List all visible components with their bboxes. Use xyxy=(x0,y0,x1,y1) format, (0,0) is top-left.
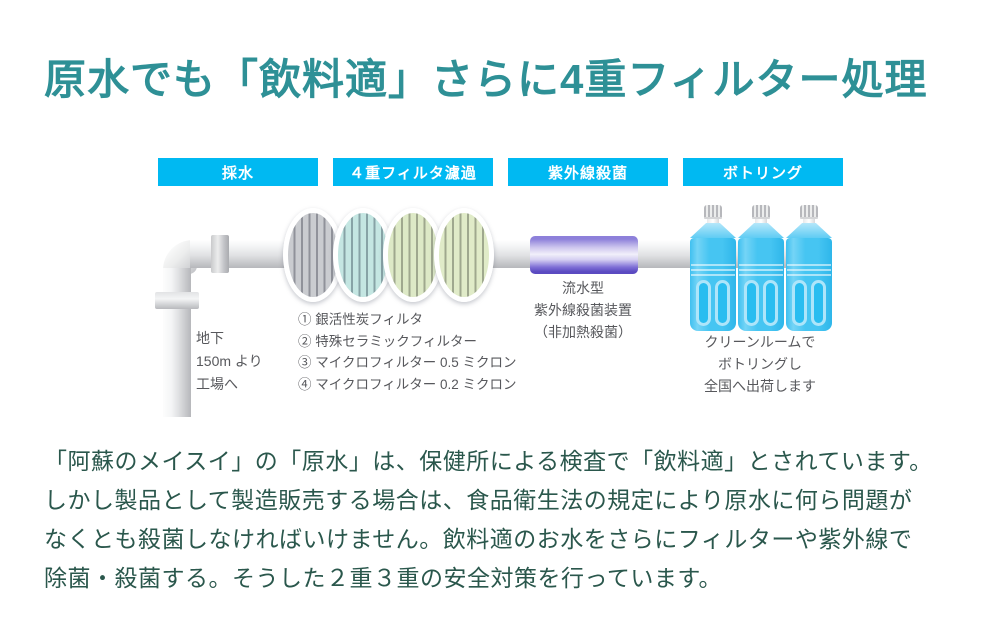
bottle-panel xyxy=(715,280,730,326)
bottle-body xyxy=(738,238,784,331)
uv-device-note: 流水型 紫外線殺菌装置 （非加熱殺菌） xyxy=(503,277,663,343)
description-line-3: なくとも殺菌しなければいけません。飲料適のお水をさらにフィルターや紫外線で xyxy=(44,526,913,552)
bottle-shoulder xyxy=(738,223,784,238)
water-bottle-3 xyxy=(786,205,832,331)
bottle-ridges xyxy=(787,264,831,276)
filter-disc-4 xyxy=(434,208,494,302)
process-step-uv-sterilization: 紫外線殺菌 xyxy=(508,158,668,186)
bottle-neck xyxy=(755,219,767,223)
pipe-joint-horizontal xyxy=(211,235,229,273)
description-line-1: 「阿蘇のメイスイ」の「原水」は、保健所による検査で「飲料適」とされています。 xyxy=(44,448,933,474)
note-line: 流水型 xyxy=(562,280,604,296)
bottle-panels xyxy=(786,280,832,326)
page-title: 原水でも「飲料適」さらに4重フィルター処理 xyxy=(44,56,928,103)
filter-list-item: ④ マイクロフィルター 0.2 ミクロン xyxy=(298,376,517,392)
note-line: クリーンルームで xyxy=(704,334,816,350)
note-line: 150m より xyxy=(196,353,263,369)
bottle-panel xyxy=(792,280,807,326)
filter-list-item: ② 特殊セラミックフィルター xyxy=(298,333,477,349)
note-line: （非加熱殺菌） xyxy=(534,324,632,340)
source-depth-note: 地下 150m より 工場へ xyxy=(196,327,263,396)
bottle-cap xyxy=(752,205,770,219)
uv-sterilizer-sleeve xyxy=(530,236,638,274)
filter-list-item: ① 銀活性炭フィルタ xyxy=(298,312,423,327)
bottle-ridges xyxy=(739,264,783,276)
bottle-neck xyxy=(707,219,719,223)
bottling-shipping-note: クリーンルームで ボトリングし 全国へ出荷します xyxy=(678,331,842,397)
bottle-panel xyxy=(744,280,759,326)
description-line-4: 除菌・殺菌する。そうした２重３重の安全対策を行っています。 xyxy=(44,565,723,591)
description-paragraph: 「阿蘇のメイスイ」の「原水」は、保健所による検査で「飲料適」とされています。 し… xyxy=(44,442,979,598)
bottle-shoulder xyxy=(786,223,832,238)
bottle-cap xyxy=(704,205,722,219)
bottle-body xyxy=(786,238,832,331)
water-bottle-1 xyxy=(690,205,736,331)
note-line: 地下 xyxy=(196,330,224,346)
note-line: 紫外線殺菌装置 xyxy=(534,302,632,318)
pipe-vertical xyxy=(163,268,191,417)
bottle-cap xyxy=(800,205,818,219)
bottle-panel xyxy=(696,280,711,326)
bottle-panels xyxy=(690,280,736,326)
process-step-bottling: ボトリング xyxy=(683,158,843,186)
bottle-panels xyxy=(738,280,784,326)
filter-type-list: ① 銀活性炭フィルタ ② 特殊セラミックフィルター ③ マイクロフィルター 0.… xyxy=(298,309,516,395)
pipe-joint-vertical xyxy=(155,292,199,309)
note-line: 全国へ出荷します xyxy=(704,378,816,394)
bottle-shoulder xyxy=(690,223,736,238)
process-step-filtration: ４重フィルタ濾過 xyxy=(333,158,493,186)
filter-list-item: ③ マイクロフィルター 0.5 ミクロン xyxy=(298,355,517,370)
note-line: ボトリングし xyxy=(718,356,802,372)
bottle-body xyxy=(690,238,736,331)
bottle-ridges xyxy=(691,264,735,276)
water-bottle-2 xyxy=(738,205,784,331)
note-line: 工場へ xyxy=(196,376,238,392)
bottle-panel xyxy=(763,280,778,326)
description-line-2: しかし製品として製造販売する場合は、食品衛生法の規定により原水に何ら問題が xyxy=(44,487,913,513)
bottle-panel xyxy=(811,280,826,326)
process-step-water-intake: 採水 xyxy=(158,158,318,186)
bottle-neck xyxy=(803,219,815,223)
